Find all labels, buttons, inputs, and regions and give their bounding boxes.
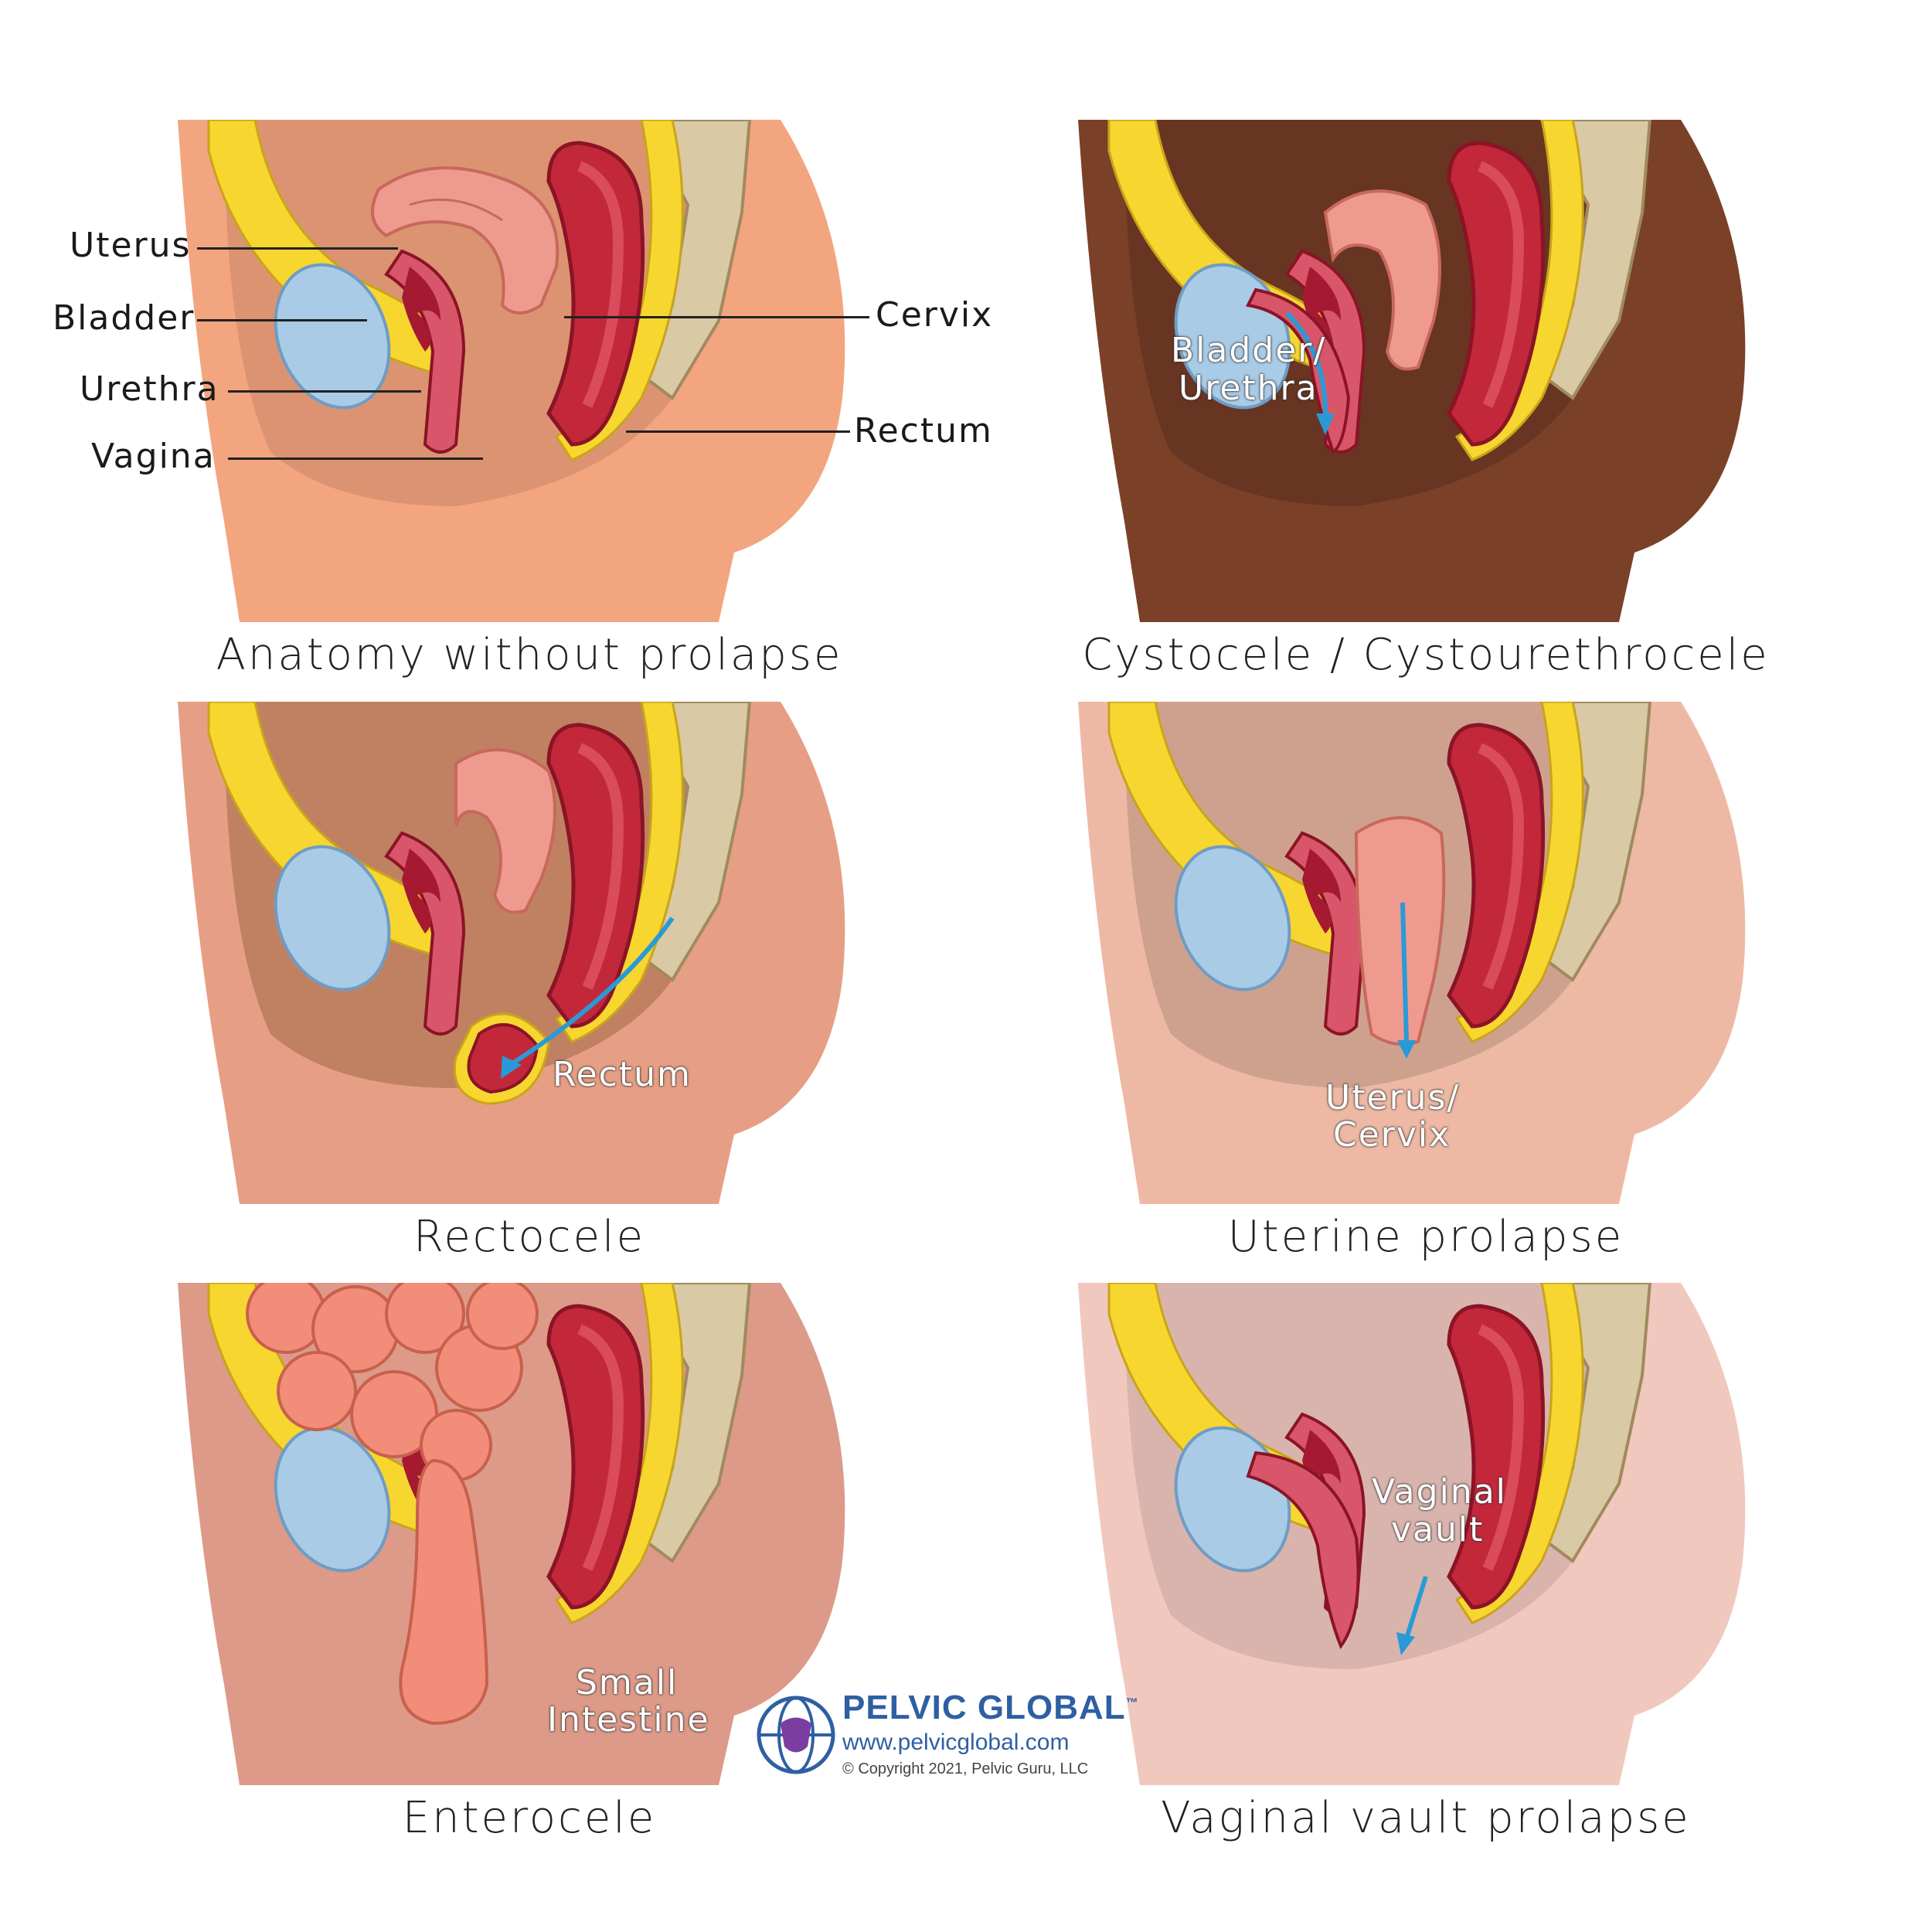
caption-uterine: Uterine prolapse xyxy=(1227,1212,1624,1262)
caption-enterocele: Enterocele xyxy=(402,1793,657,1843)
logo-url[interactable]: www.pelvicglobal.com xyxy=(842,1730,1070,1755)
label-enterocele-2: Intestine xyxy=(547,1700,710,1740)
leader-bladder xyxy=(197,319,367,321)
panel-rectocele xyxy=(178,702,858,1204)
panel-anatomy xyxy=(178,120,858,622)
label-rectocele: Rectum xyxy=(553,1055,692,1094)
label-cystocele-1: Bladder/ xyxy=(1171,331,1327,370)
leader-urethra xyxy=(228,390,421,393)
caption-vault: Vaginal vault prolapse xyxy=(1161,1793,1691,1843)
enterocele-illustration xyxy=(178,1283,858,1785)
globe-pelvis-icon xyxy=(757,1696,835,1774)
label-urethra: Urethra xyxy=(80,369,219,409)
panel-cystocele xyxy=(1078,120,1758,622)
caption-rectocele: Rectocele xyxy=(413,1212,646,1262)
label-vault-1: Vaginal xyxy=(1372,1472,1507,1512)
caption-cystocele: Cystocele / Cystourethrocele xyxy=(1082,630,1770,680)
anatomy-illustration xyxy=(178,120,858,622)
label-cystocele-2: Urethra xyxy=(1179,369,1318,408)
vault-illustration xyxy=(1078,1283,1758,1785)
label-uterine-1: Uterus/ xyxy=(1325,1078,1461,1117)
uterine-illustration xyxy=(1078,702,1758,1204)
label-vagina: Vagina xyxy=(91,437,216,476)
leader-uterus xyxy=(197,247,398,250)
label-cervix: Cervix xyxy=(876,295,994,335)
leader-rectum xyxy=(626,430,850,433)
label-vault-2: vault xyxy=(1391,1510,1485,1549)
label-rectum: Rectum xyxy=(854,411,993,451)
logo-title: PELVIC GLOBAL™ xyxy=(842,1689,1139,1726)
cystocele-illustration xyxy=(1078,120,1758,622)
panel-vault xyxy=(1078,1283,1758,1785)
leader-cervix xyxy=(564,316,869,318)
rectocele-illustration xyxy=(178,702,858,1204)
leader-vagina xyxy=(228,457,483,460)
label-enterocele-1: Small xyxy=(576,1663,679,1702)
label-uterine-2: Cervix xyxy=(1333,1115,1451,1155)
panel-enterocele xyxy=(178,1283,858,1785)
label-uterus: Uterus xyxy=(70,226,192,265)
panel-uterine xyxy=(1078,702,1758,1204)
caption-anatomy: Anatomy without prolapse xyxy=(216,630,843,680)
label-bladder: Bladder xyxy=(53,298,196,338)
logo-copyright: © Copyright 2021, Pelvic Guru, LLC xyxy=(842,1760,1089,1777)
pelvic-global-logo: PELVIC GLOBAL™ www.pelvicglobal.com © Co… xyxy=(753,1685,1155,1793)
